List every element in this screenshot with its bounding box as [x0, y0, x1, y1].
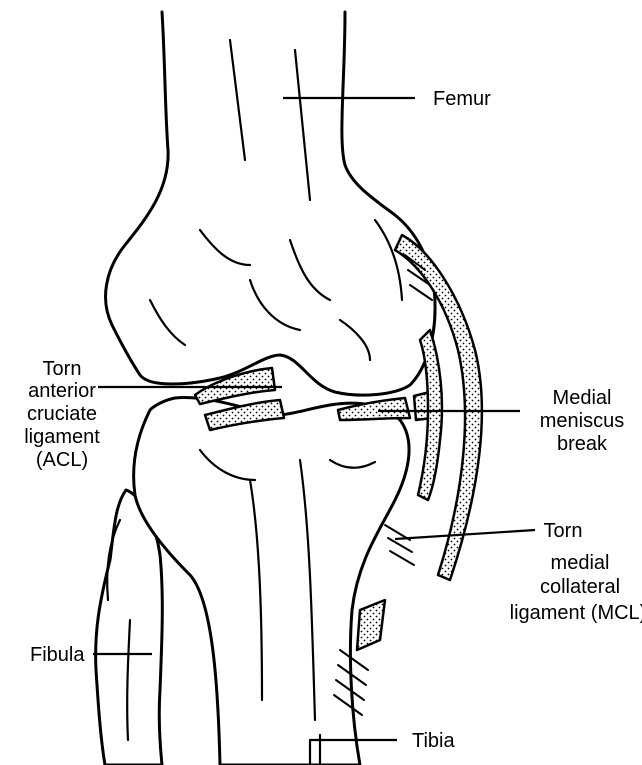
svg-text:Torn: Torn — [43, 358, 82, 380]
svg-text:ligament (MCL): ligament (MCL) — [510, 602, 642, 624]
fibula-label: Fibula — [30, 644, 85, 666]
mcl-label: Torn medial collateral ligament (MCL) — [510, 520, 642, 624]
svg-text:cruciate: cruciate — [27, 403, 97, 425]
meniscus-label: Medial meniscus break — [540, 387, 624, 455]
femur-bone — [106, 12, 435, 395]
svg-text:break: break — [557, 433, 608, 455]
svg-text:anterior: anterior — [28, 380, 96, 402]
svg-text:(ACL): (ACL) — [36, 449, 88, 471]
acl-label: Torn anterior cruciate ligament (ACL) — [24, 358, 100, 471]
svg-text:ligament: ligament — [24, 426, 100, 448]
tibia-label: Tibia — [412, 730, 455, 752]
svg-text:meniscus: meniscus — [540, 410, 624, 432]
svg-text:Torn: Torn — [544, 520, 583, 542]
svg-text:Medial: Medial — [553, 387, 612, 409]
svg-text:collateral: collateral — [540, 576, 620, 598]
svg-text:medial: medial — [551, 552, 610, 574]
femur-label: Femur — [433, 88, 491, 110]
tibia-bone — [134, 397, 409, 765]
